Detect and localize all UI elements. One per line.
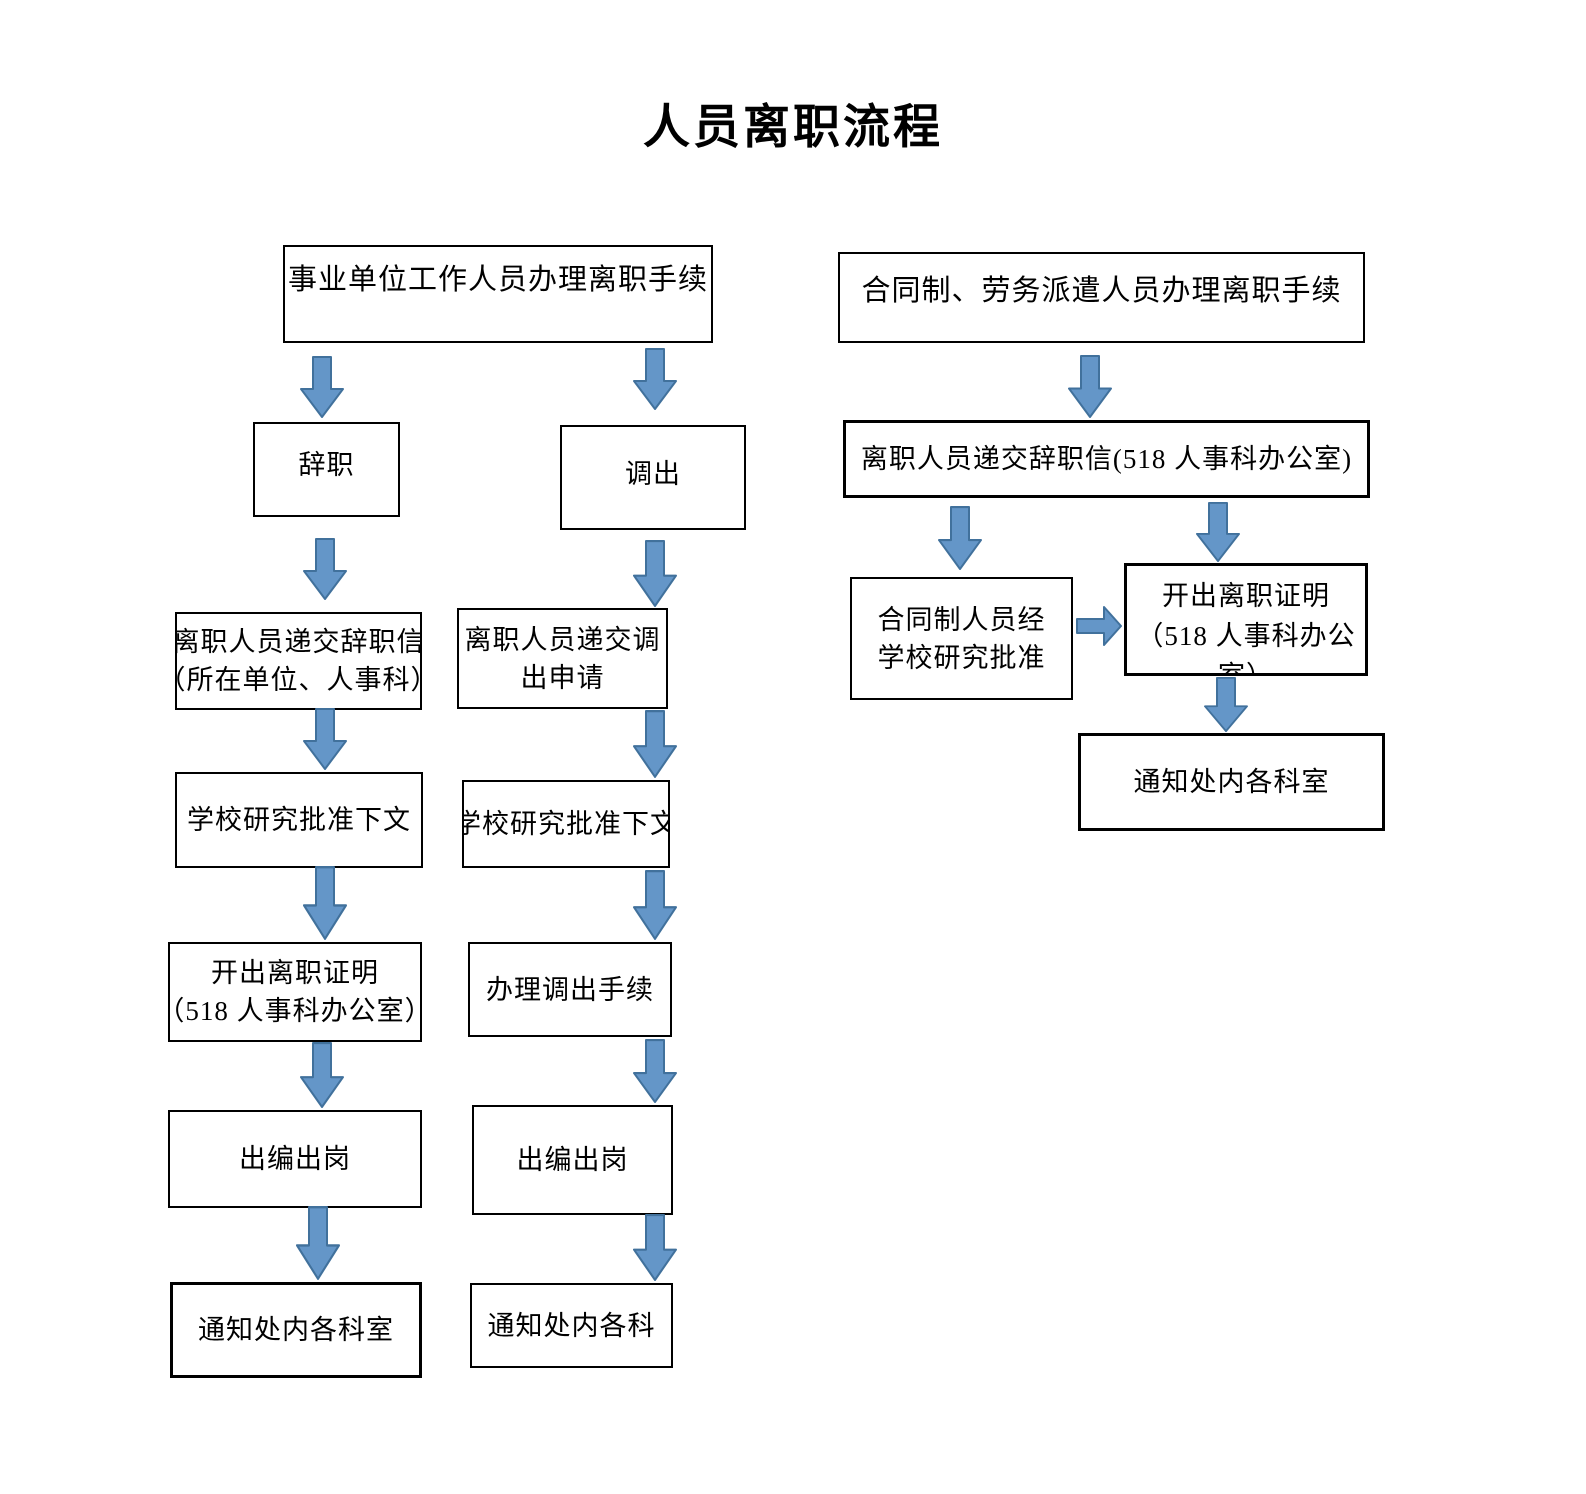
- down-arrow-icon: [300, 1042, 344, 1108]
- down-arrow-icon: [633, 870, 677, 940]
- down-arrow-icon: [303, 708, 347, 770]
- node-notify-offices-contract: 通知处内各科室: [1078, 733, 1385, 831]
- node-issue-certificate-resign: 开出离职证明 （518 人事科办公室）: [168, 942, 422, 1042]
- node-text-line: 开出离职证明: [211, 958, 379, 988]
- down-arrow-icon: [633, 540, 677, 607]
- node-text-line: 通知处内各科: [487, 1310, 656, 1341]
- down-arrow-icon: [633, 1039, 677, 1103]
- node-text-line: 离职人员递交辞职信: [175, 627, 422, 657]
- node-school-approval-transfer: 学校研究批准下文: [462, 780, 670, 868]
- node-submit-letter-518: 离职人员递交辞职信(518 人事科办公室): [843, 420, 1370, 498]
- down-arrow-icon: [938, 506, 982, 570]
- node-resign: 辞职: [253, 422, 400, 517]
- node-submit-resignation-letter: 离职人员递交辞职信 （所在单位、人事科）: [175, 612, 422, 710]
- down-arrow-icon: [633, 348, 677, 410]
- node-school-approval-resign: 学校研究批准下文: [175, 772, 423, 868]
- down-arrow-icon: [303, 866, 347, 940]
- node-issue-certificate-contract: 开出离职证明 （518 人事科办公 室）: [1124, 563, 1368, 676]
- node-contract-school-approval: 合同制人员经 学校研究批准: [850, 577, 1073, 700]
- node-text-line: 合同制、劳务派遣人员办理离职手续: [861, 274, 1342, 307]
- node-text-line: 室）: [1218, 661, 1274, 676]
- node-text-line: 通知处内各科室: [198, 1315, 394, 1345]
- node-text-line: 出申请: [520, 662, 605, 693]
- node-text-line: 学校研究批准下文: [187, 805, 411, 835]
- node-notify-offices-resign: 通知处内各科室: [170, 1282, 422, 1378]
- node-text-line: 办理调出手续: [486, 974, 654, 1005]
- node-text-line: 开出离职证明: [1162, 581, 1330, 611]
- node-text-line: 事业单位工作人员办理离职手续: [287, 264, 708, 296]
- down-arrow-icon: [633, 710, 677, 778]
- node-text-line: 出编出岗: [239, 1144, 351, 1174]
- node-out-of-staff-transfer: 出编出岗: [472, 1105, 673, 1215]
- down-arrow-icon: [300, 356, 344, 418]
- node-text-line: 辞职: [298, 450, 355, 480]
- node-text-line: 学校研究批准下文: [462, 809, 670, 839]
- down-arrow-icon: [296, 1206, 340, 1280]
- node-text-line: 调出: [625, 459, 681, 489]
- node-text-line: 出编出岗: [516, 1145, 629, 1175]
- down-arrow-icon: [1196, 502, 1240, 562]
- node-text-line: （518 人事科办公室）: [168, 996, 422, 1026]
- header-contract-staff: 合同制、劳务派遣人员办理离职手续: [838, 252, 1365, 343]
- node-text-line: 学校研究批准: [877, 642, 1046, 673]
- node-text-line: 通知处内各科室: [1133, 767, 1330, 797]
- node-out-of-staff-resign: 出编出岗: [168, 1110, 422, 1208]
- node-text-line: （518 人事科办公: [1136, 621, 1356, 651]
- node-transfer-procedures: 办理调出手续: [468, 942, 672, 1037]
- node-submit-transfer-application: 离职人员递交调 出申请: [457, 608, 668, 709]
- node-text-line: 离职人员递交调: [464, 624, 661, 655]
- node-text-line: 合同制人员经: [877, 604, 1046, 635]
- down-arrow-icon: [1204, 677, 1248, 732]
- header-institution-staff: 事业单位工作人员办理离职手续: [283, 245, 713, 343]
- down-arrow-icon: [633, 1214, 677, 1281]
- right-arrow-icon: [1076, 606, 1122, 646]
- down-arrow-icon: [1068, 355, 1112, 418]
- node-text-line: 离职人员递交辞职信(518 人事科办公室): [860, 444, 1353, 474]
- node-transfer-out: 调出: [560, 425, 746, 530]
- node-notify-offices-transfer: 通知处内各科: [470, 1283, 673, 1368]
- down-arrow-icon: [303, 538, 347, 600]
- page-title: 人员离职流程: [643, 102, 943, 154]
- node-text-line: （所在单位、人事科）: [177, 665, 420, 695]
